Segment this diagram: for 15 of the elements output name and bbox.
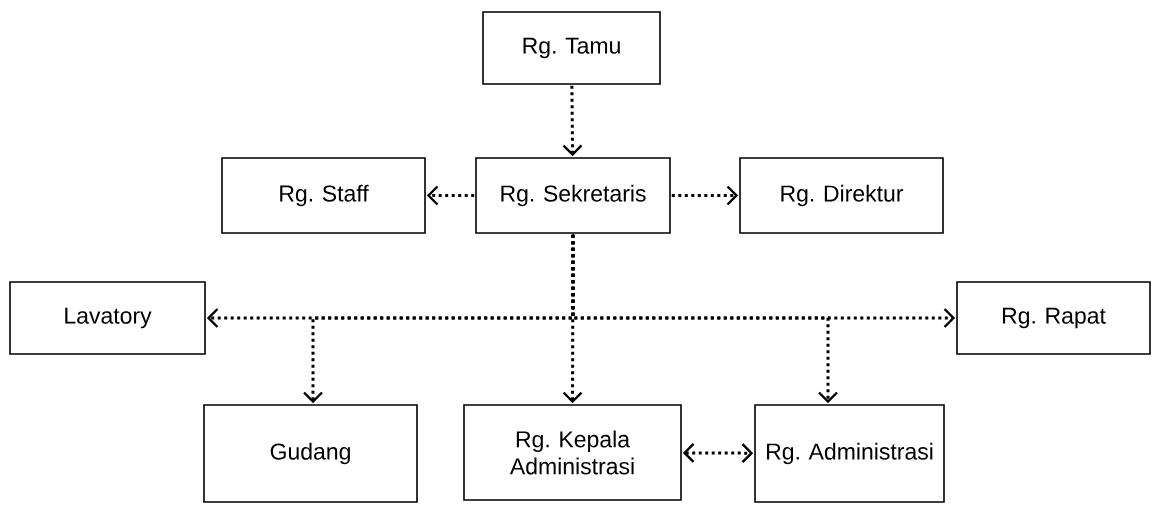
room-box: Rg. Kepala Administrasi (463, 404, 682, 501)
arrow (571, 234, 838, 404)
room-box: Gudang (203, 404, 418, 503)
arrow (562, 85, 583, 157)
arrow (671, 185, 739, 206)
room-box: Lavatory (9, 281, 206, 355)
arrow (682, 443, 754, 463)
room-box: Rg. Direktur (739, 157, 944, 234)
arrow (426, 185, 475, 206)
room-box: Rg. Rapat (956, 281, 1151, 355)
arrow (562, 234, 583, 404)
room-box: Rg. Tamu (482, 11, 661, 85)
room-box: Rg. Staff (221, 157, 426, 234)
room-box: Rg. Sekretaris (475, 157, 671, 234)
room-box: Rg. Administrasi (754, 404, 945, 503)
